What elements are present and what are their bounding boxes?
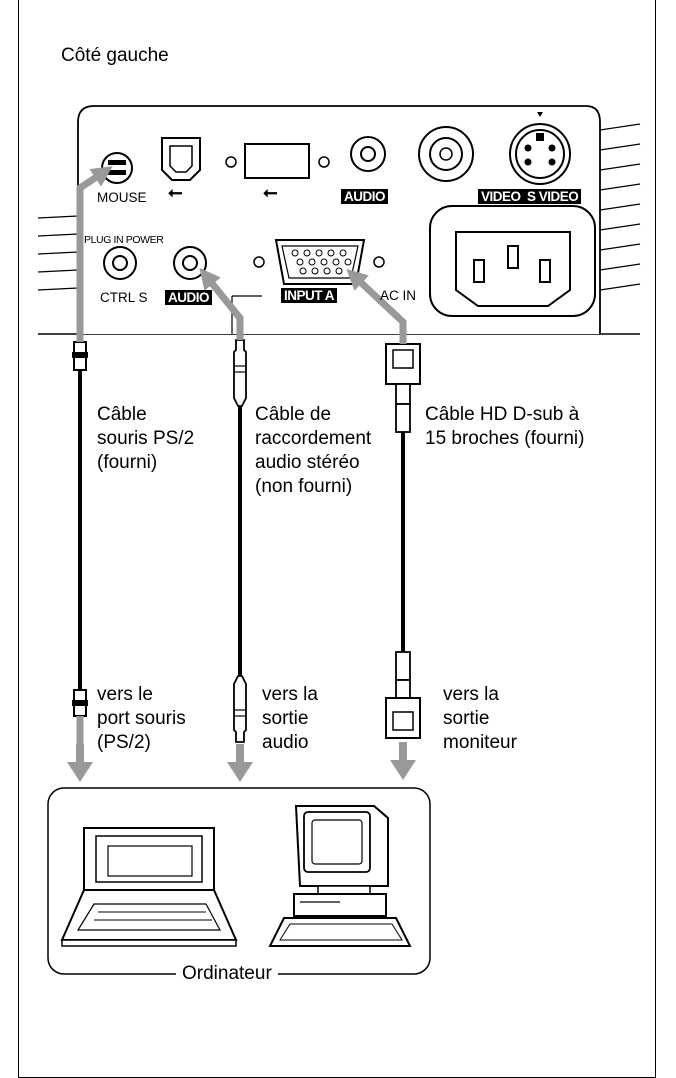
audio-upper-label: AUDIO [341,189,388,204]
mouse-port [101,152,133,184]
desktop-illustration [268,805,412,947]
video-label: VIDEO [478,189,524,204]
ctrl-s-jack [103,246,137,280]
usb-a-port [225,143,330,179]
ps2-mouse-cable [72,341,88,746]
audio-jack-lower [173,246,207,280]
ps2-destination-label: vers le port souris (PS/2) [97,684,186,753]
mouse-port-label: MOUSE [97,190,147,205]
connection-arrows [76,166,407,344]
down-arrows [67,742,416,782]
left-vent-ribs [37,215,79,291]
s-video-label: S VIDEO [524,189,582,204]
plug-in-power-label: PLUG IN POWER [84,234,164,246]
hd-dsub-cable [385,343,421,739]
ctrl-s-label: CTRL S [100,290,148,305]
usb-symbol-a: ⭠ [263,182,278,202]
ac-in-label: AC IN [380,288,417,303]
audio-jack-upper [350,136,386,172]
laptop-illustration [60,827,238,947]
input-a-label: INPUT A [281,288,337,303]
usb-b-port [161,137,201,181]
hd-dsub-cable-label: Câble HD D-sub à 15 broches (fourni) [425,404,585,449]
audio-cable-label: Câble de raccordement audio stéréo (non … [255,404,372,497]
usb-symbol-b: ⭠ [168,182,183,202]
input-a-port [253,239,385,285]
audio-cable [233,339,247,743]
s-video-port [509,112,571,185]
ac-in-socket [429,205,596,317]
page-heading: Côté gauche [61,45,169,66]
audio-destination-label: vers la sortie audio [262,684,318,753]
ps2-cable-label: Câble souris PS/2 (fourni) [97,404,195,473]
video-port [418,126,474,182]
monitor-destination-label: vers la sortie moniteur [443,684,517,753]
right-vent-ribs [599,123,641,291]
computer-group-label: Ordinateur [176,963,278,985]
audio-lower-label: AUDIO [165,290,212,305]
